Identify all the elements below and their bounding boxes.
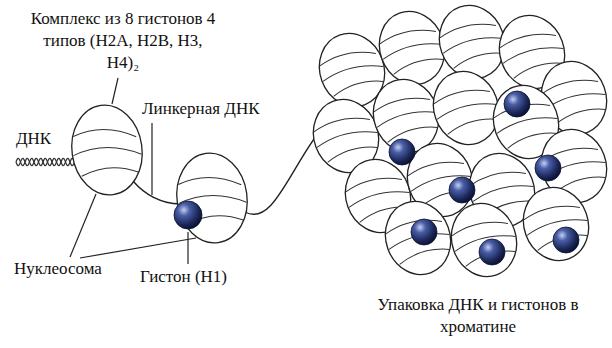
linker-dna bbox=[133, 181, 180, 204]
histone-label: Гистон (H1) bbox=[140, 266, 227, 288]
leader-line bbox=[187, 232, 188, 264]
nucleosome-core bbox=[66, 101, 148, 200]
histone-h1 bbox=[174, 201, 202, 229]
leader-line bbox=[151, 123, 152, 195]
linker-label: Линкерная ДНК bbox=[142, 98, 260, 120]
histone-h1 bbox=[479, 239, 505, 265]
histone-h1 bbox=[389, 139, 415, 165]
dna-strand bbox=[16, 158, 74, 165]
chromatin-label: Упаковка ДНК и гистонов в хроматине bbox=[352, 294, 604, 338]
complex-label: Комплекс из 8 гистонов 4 типов (H2A, H2B… bbox=[28, 8, 218, 74]
histone-h1 bbox=[504, 91, 530, 117]
nucleosome-core bbox=[441, 194, 526, 285]
histone-h1 bbox=[411, 219, 437, 245]
histone-h1 bbox=[535, 155, 561, 181]
histone-h1 bbox=[553, 227, 579, 253]
histone-h1 bbox=[449, 177, 475, 203]
nucleosome-label: Нуклеосома bbox=[14, 258, 102, 280]
nucleosome-core bbox=[171, 149, 253, 248]
leader-line bbox=[80, 238, 196, 258]
dna-strand bbox=[16, 158, 74, 165]
dna-label: ДНК bbox=[16, 128, 51, 150]
nucleosome-core bbox=[513, 178, 598, 269]
leader-line bbox=[112, 78, 118, 104]
nucleosome-core bbox=[375, 192, 460, 283]
leader-line bbox=[70, 194, 96, 257]
